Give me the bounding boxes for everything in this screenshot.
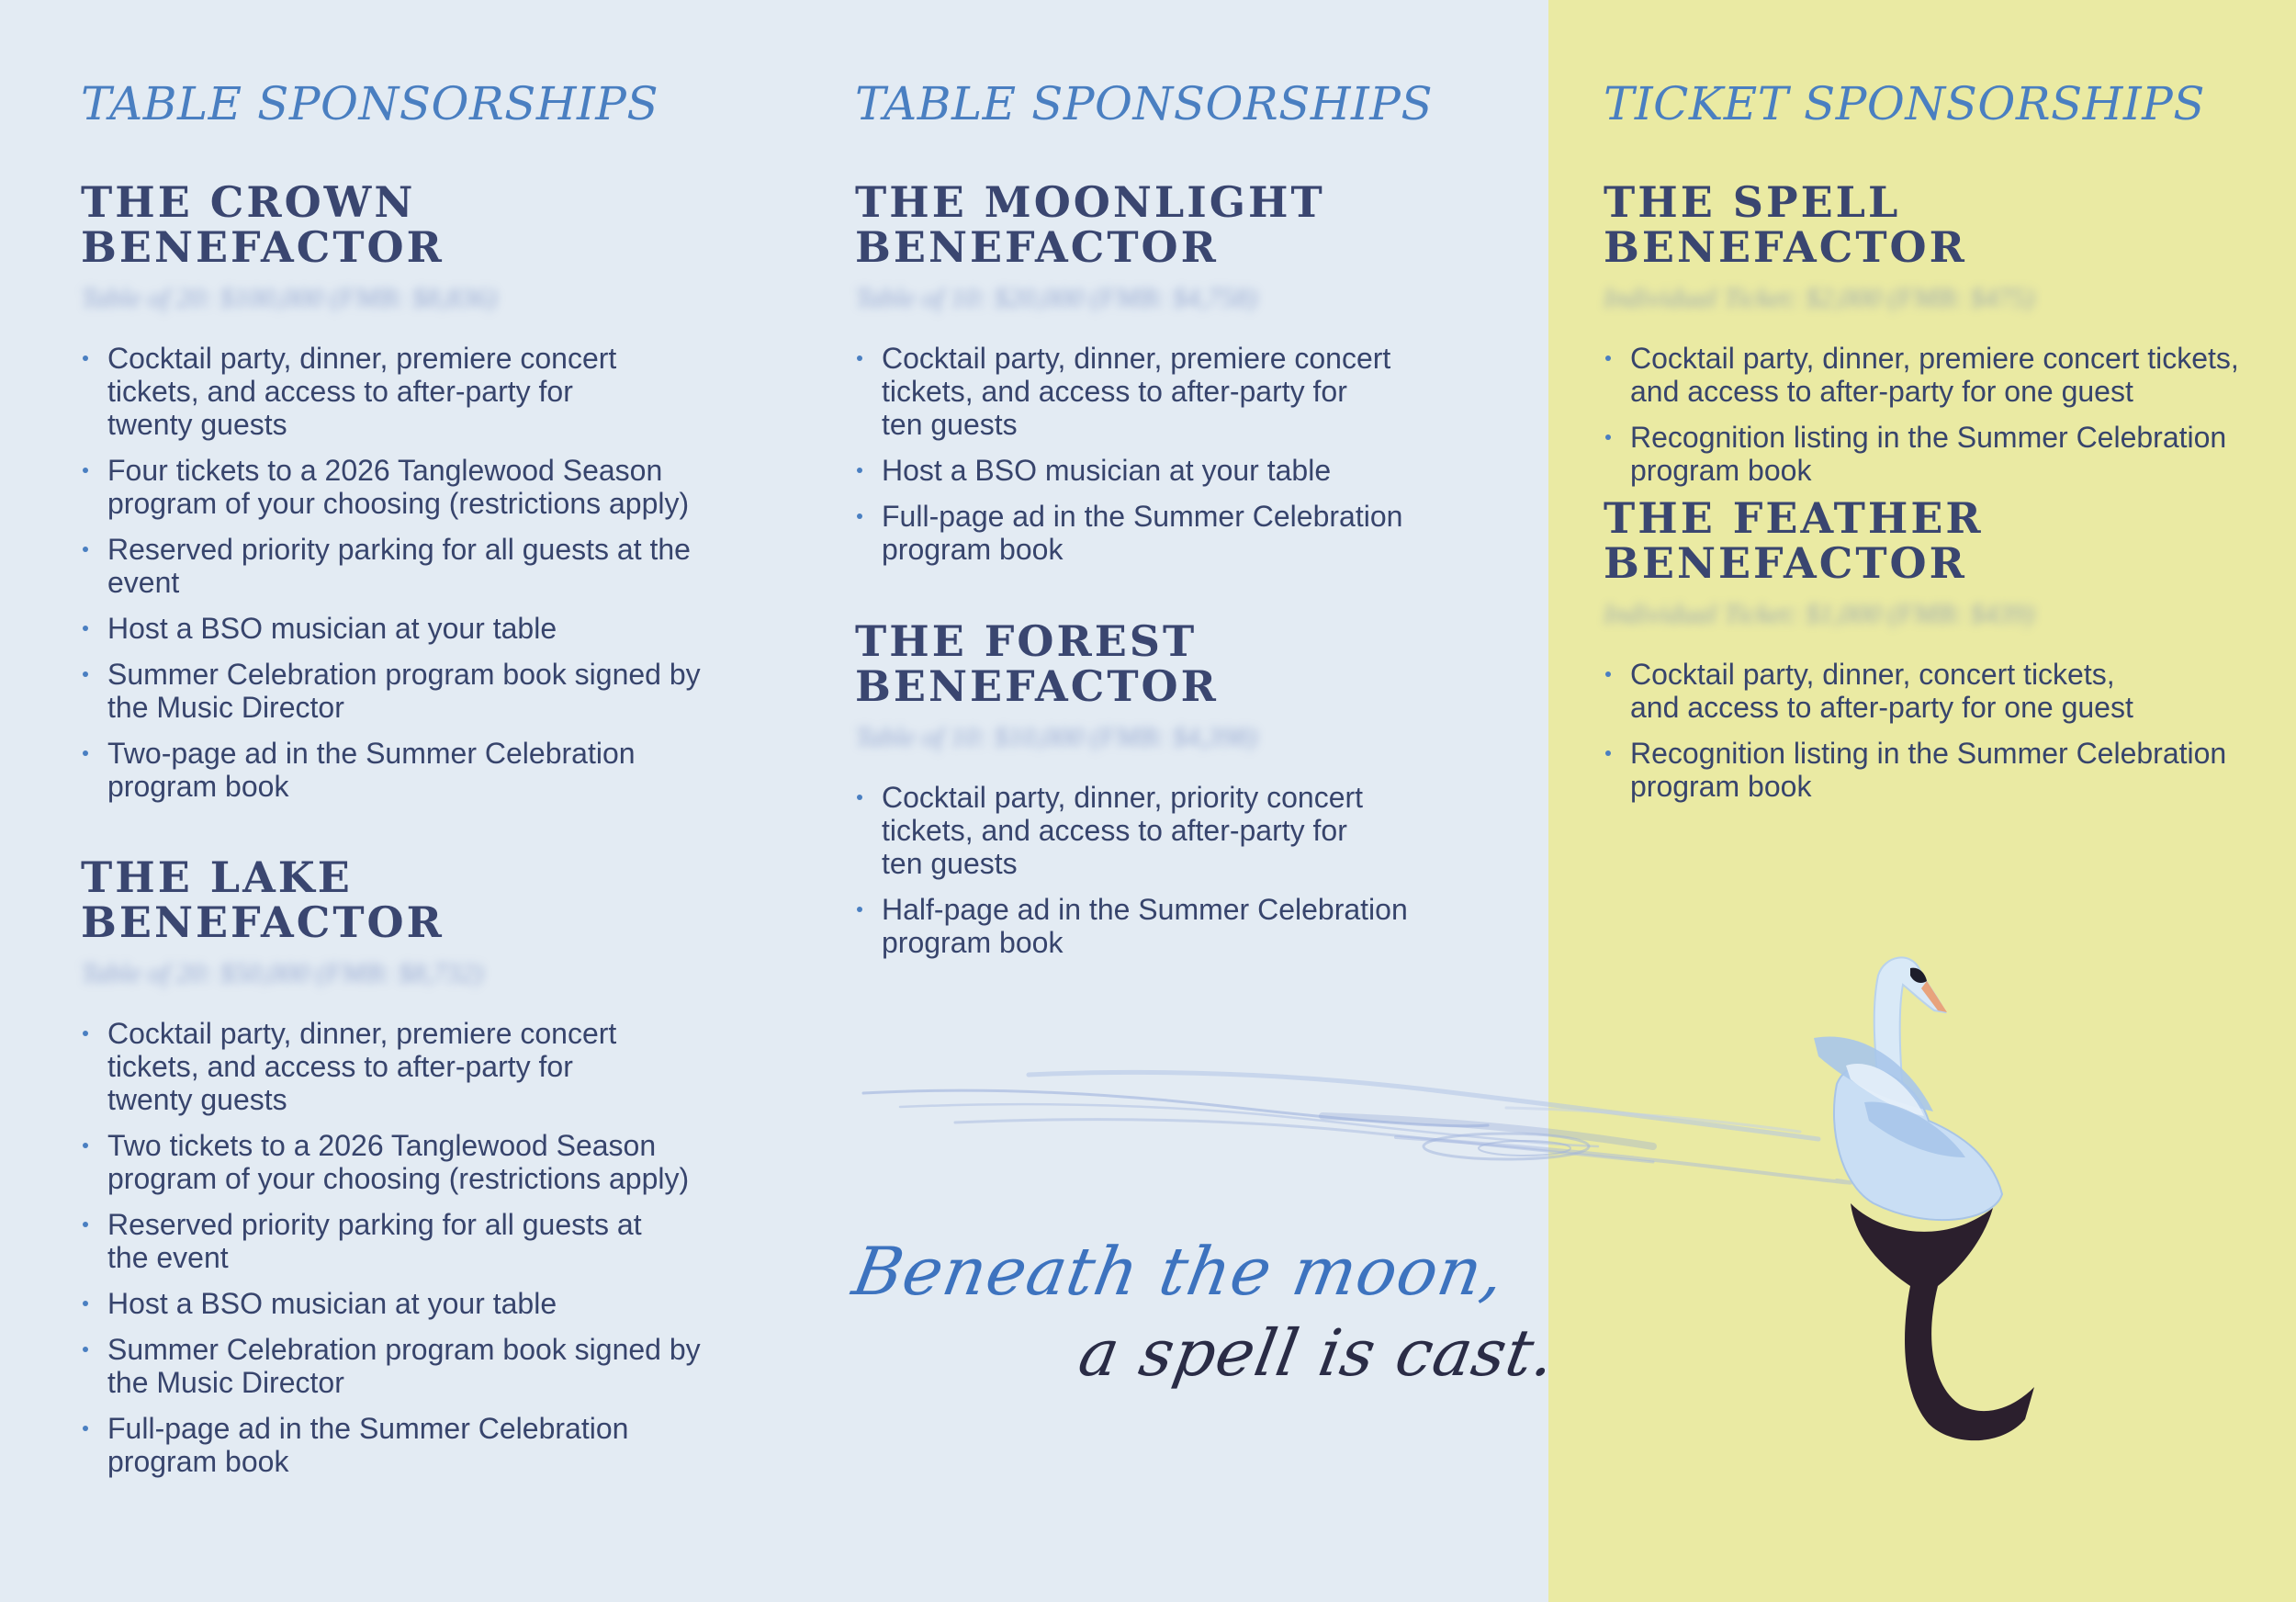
tier-price: Table of 10: $20,000 (FMB: $4,758)	[855, 283, 1258, 313]
benefit-item: Host a BSO musician at your table	[81, 1287, 724, 1320]
benefit-item: Reserved priority parking for all guests…	[81, 533, 724, 599]
tier-price: Table of 20: $100,000 (FMB: $8,836)	[81, 283, 498, 313]
benefit-item: Host a BSO musician at your table	[855, 454, 1443, 487]
tier-price: Table of 20: $50,000 (FMB: $8,732)	[81, 958, 484, 988]
tier-price: Individual Ticket: $2,000 (FMB: $475)	[1604, 283, 2035, 313]
bullet-icon	[1605, 671, 1611, 677]
benefit-item: Two-page ad in the Summer Celebration pr…	[81, 737, 724, 803]
section-heading: TICKET SPONSORSHIPS	[1604, 77, 2205, 130]
benefit-item: Recognition listing in the Summer Celebr…	[1604, 421, 2246, 487]
benefit-list: Cocktail party, dinner, premiere concert…	[81, 342, 724, 803]
tier-name: THE LAKE BENEFACTOR	[81, 852, 445, 947]
benefit-item: Two tickets to a 2026 Tanglewood Season …	[81, 1129, 724, 1195]
bullet-icon	[83, 355, 88, 361]
bullet-icon	[1605, 434, 1611, 440]
bullet-icon	[83, 1222, 88, 1227]
benefit-item: Host a BSO musician at your table	[81, 612, 724, 645]
benefit-list: Cocktail party, dinner, premiere concert…	[855, 342, 1443, 566]
bullet-icon	[83, 626, 88, 631]
bullet-icon	[857, 513, 862, 519]
tagline-line-2: a spell is cast.	[1073, 1315, 1562, 1391]
benefit-item: Cocktail party, dinner, premiere concert…	[81, 1017, 724, 1116]
tier-lake: THE LAKE BENEFACTOR Table of 20: $50,000…	[81, 855, 724, 1491]
section-heading: TABLE SPONSORSHIPS	[855, 77, 1434, 130]
bullet-icon	[83, 547, 88, 552]
benefit-item: Full-page ad in the Summer Celebration p…	[855, 500, 1443, 566]
bullet-icon	[83, 468, 88, 473]
benefit-item: Recognition listing in the Summer Celebr…	[1604, 737, 2246, 803]
bullet-icon	[1605, 750, 1611, 756]
benefit-item: Summer Celebration program book signed b…	[81, 658, 724, 724]
benefit-item: Full-page ad in the Summer Celebration p…	[81, 1412, 724, 1478]
bullet-icon	[83, 1347, 88, 1352]
water-ripples	[861, 1069, 1852, 1185]
bullet-icon	[857, 468, 862, 473]
benefit-item: Reserved priority parking for all guests…	[81, 1208, 724, 1274]
bullet-icon	[83, 1031, 88, 1036]
benefit-item: Summer Celebration program book signed b…	[81, 1333, 724, 1399]
swan-illustration	[861, 956, 2034, 1441]
bullet-icon	[857, 795, 862, 800]
bullet-icon	[857, 907, 862, 912]
tier-moonlight: THE MOONLIGHT BENEFACTOR Table of 10: $2…	[855, 180, 1443, 579]
bullet-icon	[83, 750, 88, 756]
tier-name: THE MOONLIGHT BENEFACTOR	[855, 177, 1325, 272]
benefit-list: Cocktail party, dinner, premiere concert…	[81, 1017, 724, 1478]
tier-feather: THE FEATHER BENEFACTOR Individual Ticket…	[1604, 496, 2246, 816]
bullet-icon	[857, 355, 862, 361]
benefit-item: Half-page ad in the Summer Celebration p…	[855, 893, 1443, 959]
tier-price: Individual Ticket: $1,000 (FMB: $439)	[1604, 599, 2035, 629]
bullet-icon	[83, 1143, 88, 1148]
tier-name: THE CROWN BENEFACTOR	[81, 177, 445, 272]
tier-name: THE SPELL BENEFACTOR	[1604, 177, 1967, 272]
benefit-list: Cocktail party, dinner, concert tickets,…	[1604, 658, 2246, 803]
tier-crown: THE CROWN BENEFACTOR Table of 20: $100,0…	[81, 180, 724, 816]
tier-name: THE FEATHER BENEFACTOR	[1604, 493, 1984, 588]
benefit-item: Cocktail party, dinner, premiere concert…	[855, 342, 1443, 441]
bullet-icon	[83, 1426, 88, 1431]
benefit-list: Cocktail party, dinner, premiere concert…	[1604, 342, 2246, 487]
section-heading: TABLE SPONSORSHIPS	[81, 77, 659, 130]
benefit-list: Cocktail party, dinner, priority concert…	[855, 781, 1443, 959]
benefit-item: Cocktail party, dinner, premiere concert…	[81, 342, 724, 441]
benefit-item: Four tickets to a 2026 Tanglewood Season…	[81, 454, 724, 520]
tier-forest: THE FOREST BENEFACTOR Table of 10: $10,0…	[855, 619, 1443, 972]
swan-icon	[1814, 956, 2034, 1441]
tagline-line-1: Beneath the moon,	[847, 1233, 1512, 1310]
benefit-item: Cocktail party, dinner, concert tickets,…	[1604, 658, 2246, 724]
benefit-item: Cocktail party, dinner, premiere concert…	[1604, 342, 2246, 408]
tier-spell: THE SPELL BENEFACTOR Individual Ticket: …	[1604, 180, 2246, 500]
tier-price: Table of 10: $10,000 (FMB: $4,398)	[855, 722, 1258, 752]
bullet-icon	[83, 671, 88, 677]
tier-name: THE FOREST BENEFACTOR	[855, 616, 1219, 711]
bullet-icon	[1605, 355, 1611, 361]
bullet-icon	[83, 1301, 88, 1306]
benefit-item: Cocktail party, dinner, priority concert…	[855, 781, 1443, 880]
